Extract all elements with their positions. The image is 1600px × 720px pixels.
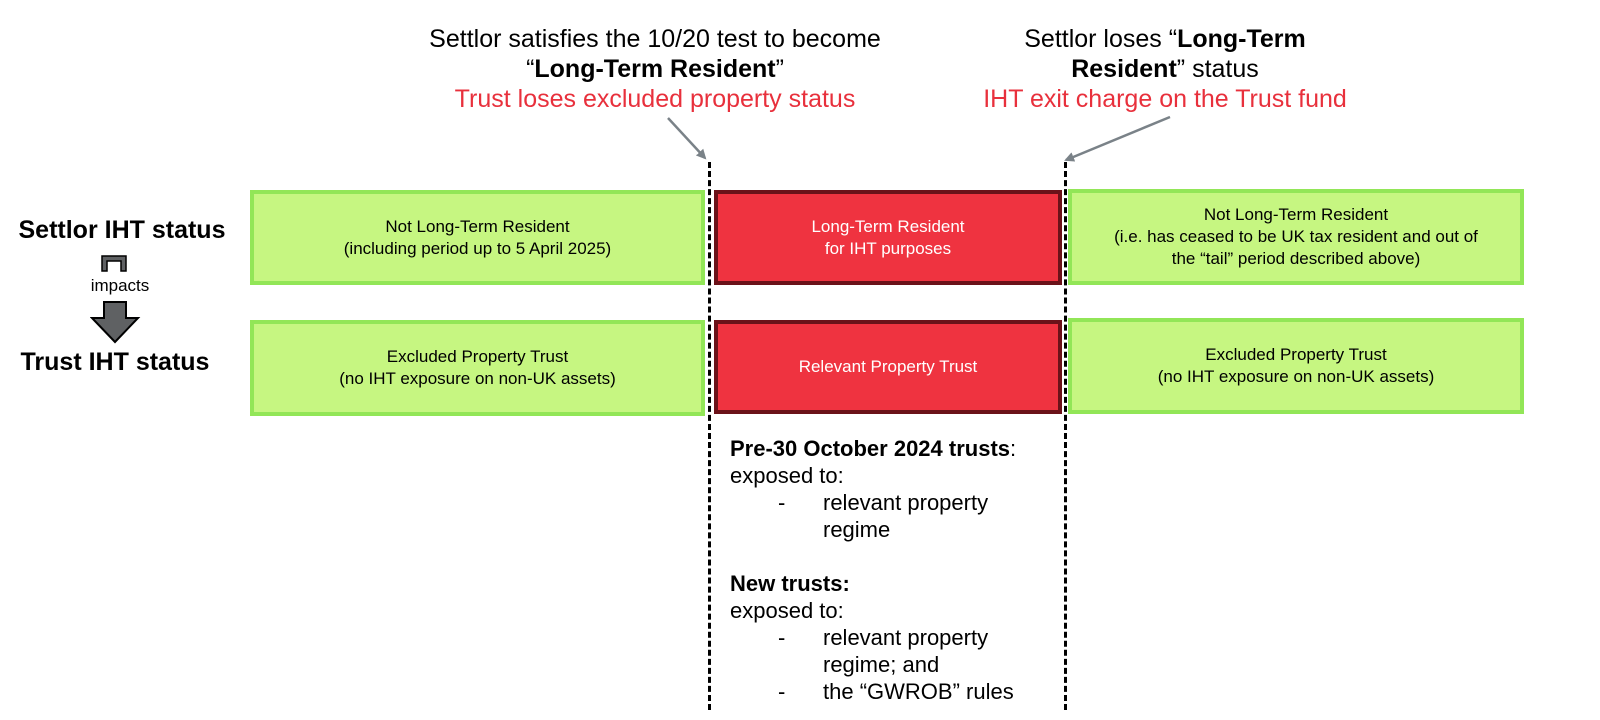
impacts-arrow-icon <box>90 255 141 344</box>
bullet-dash: - <box>778 679 786 704</box>
settlor-status-before-text: Not Long-Term Resident (including period… <box>343 216 612 258</box>
settlor-status-after-text: Not Long-Term Resident (i.e. has ceased … <box>1114 205 1478 268</box>
new-trusts-bullet: - relevant property regime; and <box>730 624 1060 678</box>
callout-arrow-left <box>667 117 707 160</box>
callout-ltr-start-line2: “Long-Term Resident” <box>526 55 784 83</box>
trust-status-before: Excluded Property Trust (no IHT exposure… <box>250 320 705 416</box>
divider-ltr-start <box>708 162 711 710</box>
callout-ltr-end-consequence: IHT exit charge on the Trust fund <box>983 85 1347 113</box>
trust-status-after: Excluded Property Trust (no IHT exposure… <box>1068 318 1524 414</box>
callout-arrow-right <box>1064 115 1171 162</box>
pre-2024-heading: Pre-30 October 2024 trusts: <box>730 436 1017 461</box>
new-trusts-heading: New trusts: <box>730 571 850 596</box>
callout-ltr-end-line1: Settlor loses “Long-Term <box>1024 25 1306 53</box>
exposure-notes: Pre-30 October 2024 trusts: exposed to: … <box>730 435 1060 705</box>
callout-ltr-start-line1: Settlor satisfies the 10/20 test to beco… <box>429 25 881 53</box>
bullet-dash: - <box>778 625 786 650</box>
new-trusts-exposed-label: exposed to: <box>730 598 844 623</box>
bullet-text: relevant property regime <box>823 490 989 542</box>
trust-status-relevant-text: Relevant Property Trust <box>798 357 978 376</box>
settlor-status-ltr: Long-Term Resident for IHT purposes <box>714 190 1062 285</box>
trust-status-before-text: Excluded Property Trust (no IHT exposure… <box>339 347 616 388</box>
bullet-dash: - <box>778 490 786 515</box>
divider-ltr-end <box>1064 162 1067 710</box>
callout-ltr-start: Settlor satisfies the 10/20 test to beco… <box>405 24 905 114</box>
settlor-status-ltr-text: Long-Term Resident for IHT purposes <box>811 216 965 258</box>
settlor-status-after: Not Long-Term Resident (i.e. has ceased … <box>1068 189 1524 285</box>
callout-ltr-end: Settlor loses “Long-Term Resident” statu… <box>955 24 1375 114</box>
bullet-text: the “GWROB” rules <box>823 679 1014 704</box>
impacts-label: impacts <box>90 276 150 295</box>
pre-2024-exposed-label: exposed to: <box>730 463 844 488</box>
settlor-status-label: Settlor IHT status <box>18 216 226 244</box>
trust-status-after-text: Excluded Property Trust (no IHT exposure… <box>1157 345 1435 386</box>
settlor-status-before: Not Long-Term Resident (including period… <box>250 190 705 285</box>
trust-status-label: Trust IHT status <box>20 348 210 376</box>
bullet-text: relevant property regime; and <box>823 625 989 677</box>
new-trusts-bullet: - the “GWROB” rules <box>730 678 1060 705</box>
trust-status-relevant: Relevant Property Trust <box>714 320 1062 414</box>
callout-ltr-start-consequence: Trust loses excluded property status <box>454 85 856 113</box>
callout-ltr-end-line2: Resident” status <box>1071 55 1259 83</box>
pre-2024-bullet: - relevant property regime <box>730 489 1060 543</box>
